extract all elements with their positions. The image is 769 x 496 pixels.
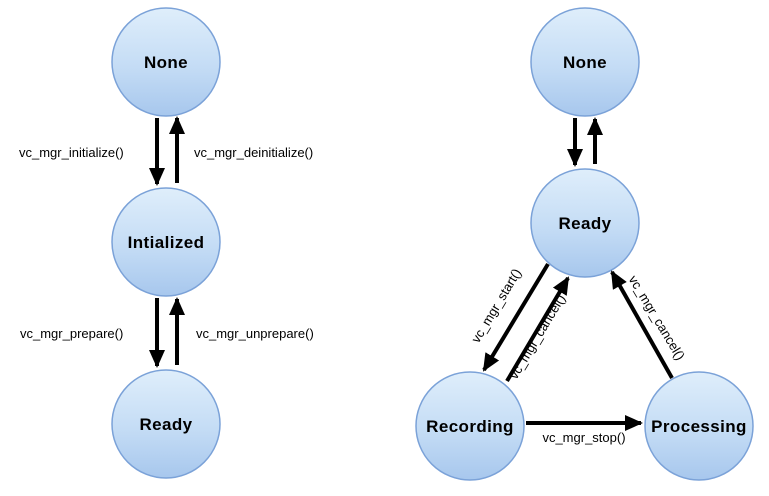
state-circle-processing (644, 371, 754, 481)
left-state-diagram: None Intialized Ready vc_mgr_initialize(… (19, 7, 314, 479)
arrow-start (482, 262, 550, 372)
state-label-recording: Recording (426, 417, 514, 436)
state-label-ready-right: Ready (558, 214, 611, 233)
label-unprepare: vc_mgr_unprepare() (196, 326, 314, 341)
label-initialize: vc_mgr_initialize() (19, 145, 124, 160)
label-deinitialize: vc_mgr_deinitialize() (194, 145, 313, 160)
label-prepare: vc_mgr_prepare() (20, 326, 123, 341)
state-label-ready-left: Ready (139, 415, 192, 434)
state-circle-recording (415, 371, 525, 481)
arrow-cancel-processing (610, 270, 674, 379)
state-label-processing: Processing (651, 417, 747, 436)
state-label-intialized: Intialized (128, 233, 205, 252)
state-label-none-left: None (144, 53, 188, 72)
state-circle-ready-right (530, 168, 640, 278)
label-start: vc_mgr_start() (468, 266, 524, 346)
label-cancel-recording: vc_mgr_cancel() (506, 292, 568, 382)
arrow-cancel-recording (505, 276, 570, 383)
label-stop: vc_mgr_stop() (542, 430, 625, 445)
right-state-diagram: None Ready Recording Processing vc_mgr_s… (415, 7, 754, 481)
state-circle-ready-left (111, 369, 221, 479)
state-circle-none-left (111, 7, 221, 117)
state-circle-intialized (111, 187, 221, 297)
state-circle-none-right (530, 7, 640, 117)
state-label-none-right: None (563, 53, 607, 72)
